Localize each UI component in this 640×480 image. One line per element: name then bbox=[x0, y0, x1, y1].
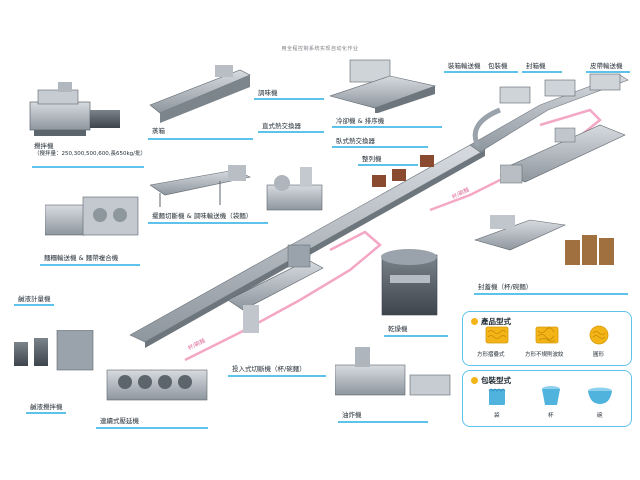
horizontal-exchanger-bar bbox=[332, 146, 428, 148]
steamer-machine bbox=[149, 65, 251, 123]
batch-dosing-bar bbox=[14, 304, 54, 306]
cup-sealer-label: 封蓋機（杯/碗麵） bbox=[478, 283, 533, 291]
product-type-title: 產品型式 bbox=[471, 316, 511, 327]
package-type-title-text: 包裝型式 bbox=[481, 376, 511, 385]
shaping-machine-label: 整列機 bbox=[362, 155, 382, 163]
vertical-exchanger-label: 直式熱交換器 bbox=[262, 122, 301, 130]
cup-cutter-machine bbox=[228, 244, 324, 333]
compound-roller-bar bbox=[40, 264, 140, 266]
salt-mixer-label: 鹹液攪拌機 bbox=[30, 403, 63, 411]
cup-cutter-bar bbox=[228, 375, 326, 377]
dryer-machine bbox=[381, 249, 438, 316]
package-type-legend: 包裝型式 袋 杯 碗 bbox=[462, 370, 632, 427]
carton-packer-bar bbox=[444, 71, 484, 73]
shaping-machine-bar bbox=[358, 164, 418, 166]
package-type-title: 包裝型式 bbox=[471, 375, 511, 386]
mixer-machine bbox=[29, 82, 120, 136]
vertical-exchanger-bar bbox=[258, 131, 324, 133]
dryer-label: 乾燥機 bbox=[388, 325, 408, 333]
compound-roller-machine bbox=[45, 196, 139, 236]
product-type-title-text: 產品型式 bbox=[481, 317, 511, 326]
horizontal-exchanger-label: 臥式熱交換器 bbox=[336, 137, 375, 145]
mixer-label-bar bbox=[32, 166, 144, 168]
product-label-square-irregular: 方形不規則波紋 bbox=[525, 352, 564, 358]
packing-machine bbox=[499, 73, 621, 104]
bowl-package-icon bbox=[588, 387, 612, 404]
cutter-conveyor-bar bbox=[148, 222, 268, 224]
page-title: 用全程控制系统实现自动化作业 bbox=[281, 46, 359, 52]
seasoning-mixer-label: 調味機 bbox=[258, 89, 278, 97]
round-noodle-icon bbox=[589, 325, 609, 345]
continuous-roller-label: 連續式壓延機 bbox=[100, 417, 139, 425]
shaping-machine bbox=[372, 155, 434, 187]
product-label-square-folded: 方形摺疊式 bbox=[477, 352, 505, 358]
vertical-exchanger-machine bbox=[266, 167, 323, 211]
continuous-roller-bar bbox=[96, 427, 208, 429]
steamer-label-bar bbox=[148, 138, 253, 140]
packing-machine-label: 包裝機 bbox=[488, 62, 508, 70]
carton-packer-label: 裝箱輸送機 bbox=[448, 62, 481, 70]
dryer-bar bbox=[384, 335, 448, 337]
sealing-machine-label: 封箱機 bbox=[526, 62, 546, 70]
package-label-bag: 袋 bbox=[494, 413, 500, 419]
cooling-sorter-bar bbox=[332, 126, 442, 128]
continuous-roller-machine bbox=[106, 369, 208, 401]
cup-package-icon bbox=[542, 386, 560, 405]
cutter-conveyor-machine bbox=[150, 165, 251, 207]
mixer-detail-label: （攪拌量：250,300,500,600,長650kg/批） bbox=[34, 151, 147, 157]
package-label-bowl: 碗 bbox=[597, 413, 603, 419]
batch-dosing-label: 鹹液計量機 bbox=[18, 295, 51, 303]
carton-palletizer-label: 皮帶輸送機 bbox=[590, 62, 623, 70]
mixer-label: 攪拌機 bbox=[34, 142, 54, 150]
cup-packing-line bbox=[500, 124, 626, 184]
cooling-sorter-label: 冷卻機 & 排序機 bbox=[336, 117, 385, 125]
product-label-round: 圓形 bbox=[593, 352, 605, 358]
cooling-sorter-machine bbox=[330, 59, 437, 113]
package-label-cup: 杯 bbox=[548, 413, 554, 419]
sealing-machine-bar bbox=[522, 71, 562, 73]
compound-roller-label: 麵糰輸送機 & 麵帶複合機 bbox=[44, 254, 119, 262]
fryer-bar bbox=[338, 421, 428, 423]
fryer-label: 油炸機 bbox=[342, 411, 362, 419]
legend-dot-icon bbox=[471, 377, 478, 384]
fryer-machine bbox=[335, 347, 451, 396]
carton-palletizer-bar bbox=[586, 71, 630, 73]
seasoning-mixer-bar bbox=[254, 98, 324, 100]
dosing-machine bbox=[14, 330, 94, 371]
cup-sealer-bar bbox=[474, 293, 628, 295]
steamer-label: 蒸箱 bbox=[152, 127, 165, 135]
square-irregular-noodle-icon bbox=[535, 326, 559, 344]
product-type-legend: 產品型式 方形摺疊式 方形不規則波紋 圓形 bbox=[462, 311, 632, 366]
bag-package-icon bbox=[488, 388, 506, 405]
square-wavy-noodle-icon bbox=[485, 326, 509, 344]
cup-cutter-label: 投入式切斷機（杯/碗麵） bbox=[232, 365, 306, 373]
packing-machine-bar bbox=[484, 71, 518, 73]
cup-sealer-machine bbox=[474, 215, 614, 265]
salt-mixer-bar bbox=[26, 412, 66, 414]
legend-dot-icon bbox=[471, 318, 478, 325]
cutter-conveyor-label: 擺麵切斷機 & 調味輸送機（袋麵） bbox=[152, 212, 253, 220]
